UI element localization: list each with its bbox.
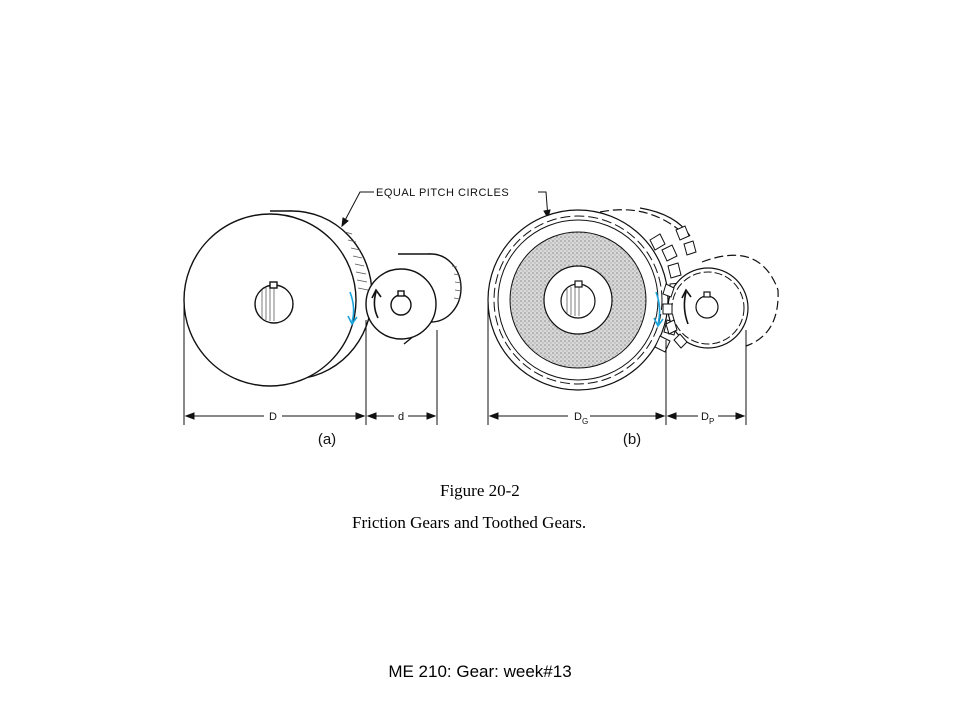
- figure-number: Figure 20-2: [440, 481, 520, 500]
- dimension-D: [184, 412, 366, 420]
- panel-a-friction-gears: [183, 210, 462, 425]
- panel-b-dim-pinion-subscript: P: [709, 417, 714, 426]
- panel-b-dim-gear-subscript: G: [582, 417, 588, 426]
- panel-b-label: (b): [623, 431, 641, 448]
- pinion-back-arc: [701, 254, 779, 347]
- panel-b-dim-gear-label: D: [574, 411, 582, 423]
- large-roller-rotation-arrow: [349, 291, 355, 323]
- pinion-rotation-arrow: [683, 291, 689, 325]
- panel-b-dim-pinion-label: D: [701, 411, 709, 423]
- panel-b-extension-lines: [487, 300, 747, 425]
- panel-a-extension-lines: [183, 300, 438, 425]
- small-roller-rim-hatch: [451, 265, 462, 300]
- figure-caption: Friction Gears and Toothed Gears.: [352, 513, 587, 532]
- gear-pitch-circle: [493, 215, 663, 385]
- panel-b-toothed-gears: [487, 207, 779, 425]
- small-roller-rotation-arrow: [373, 291, 379, 319]
- pinion-bore: [695, 295, 719, 319]
- large-roller-keyway: [269, 281, 278, 289]
- gear-rotation-arrow: [655, 291, 661, 325]
- dimension-DP: [666, 412, 746, 420]
- gear-keyway: [574, 280, 583, 288]
- large-roller-rim-hatch: [344, 231, 369, 291]
- pinion-teeth: [662, 283, 688, 349]
- dimension-DG: [488, 412, 666, 420]
- slide-footer: ME 210: Gear: week#13: [388, 662, 572, 681]
- panel-a-label: (a): [318, 431, 336, 448]
- panel-b-rotation-arrows: [653, 288, 692, 328]
- gear-bore: [560, 283, 596, 319]
- callout-label: EQUAL PITCH CIRCLES: [376, 187, 509, 199]
- pinion-keyway: [703, 291, 711, 298]
- large-roller-bore-thread: [261, 287, 275, 321]
- gear-bore-thread: [566, 286, 580, 316]
- panel-a-dim-large-label: D: [269, 411, 277, 423]
- panel-a-rotation-arrows: [347, 288, 382, 326]
- panel-a-dim-small-label: d: [398, 411, 404, 423]
- dimension-d: [366, 412, 437, 420]
- small-roller-bore: [390, 294, 412, 316]
- small-roller-keyway: [397, 290, 405, 297]
